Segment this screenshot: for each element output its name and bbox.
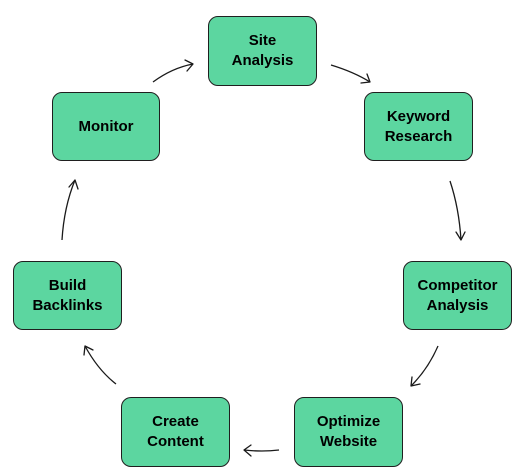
step-create-content: Create Content xyxy=(121,397,230,467)
step-site-analysis: Site Analysis xyxy=(208,16,317,86)
step-monitor: Monitor xyxy=(52,92,160,161)
step-label: Competitor Analysis xyxy=(417,276,498,314)
arrow-site-to-keyword xyxy=(330,64,371,84)
arrow-competitor-to-optimize xyxy=(410,345,439,387)
arrow-keyword-to-competitor xyxy=(449,180,466,241)
step-keyword-research: Keyword Research xyxy=(364,92,473,161)
step-label: Build Backlinks xyxy=(32,276,103,314)
arrow-create-to-build xyxy=(83,345,117,385)
step-competitor-analysis: Competitor Analysis xyxy=(403,261,512,330)
arrow-optimize-to-create xyxy=(243,444,280,457)
step-label: Create Content xyxy=(147,413,204,450)
step-label: Site Analysis xyxy=(231,32,294,69)
arrow-monitor-to-site xyxy=(152,59,194,83)
step-label: Monitor xyxy=(78,117,134,135)
step-label: Optimize Website xyxy=(316,413,381,450)
step-label: Keyword Research xyxy=(384,107,453,145)
step-optimize-website: Optimize Website xyxy=(294,397,403,467)
step-build-backlinks: Build Backlinks xyxy=(13,261,122,330)
arrow-build-to-monitor xyxy=(61,179,79,241)
